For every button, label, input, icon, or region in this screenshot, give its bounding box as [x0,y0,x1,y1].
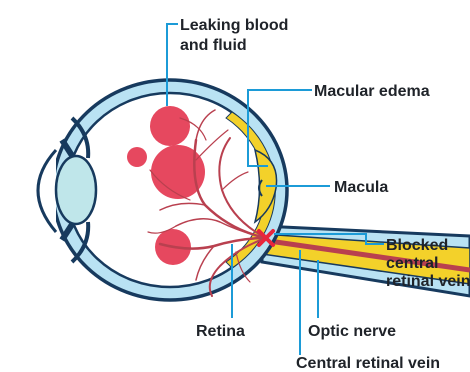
hemorrhage-large-top [150,106,190,146]
label-blocked-line3: retinal vein [386,273,470,290]
label-macula: Macula [334,179,388,196]
label-blocked-line2: central [386,255,438,272]
label-blocked-line1: Blocked [386,237,448,254]
cornea [38,150,56,232]
label-leaking-line2: and fluid [180,37,247,54]
label-optic-nerve: Optic nerve [308,323,396,340]
hemorrhage-small [127,147,147,167]
label-retina: Retina [196,323,245,340]
lens [56,156,96,224]
label-leaking-line1: Leaking blood [180,17,288,34]
label-central-retinal-vein: Central retinal vein [296,355,440,372]
label-macular-edema: Macular edema [314,83,430,100]
